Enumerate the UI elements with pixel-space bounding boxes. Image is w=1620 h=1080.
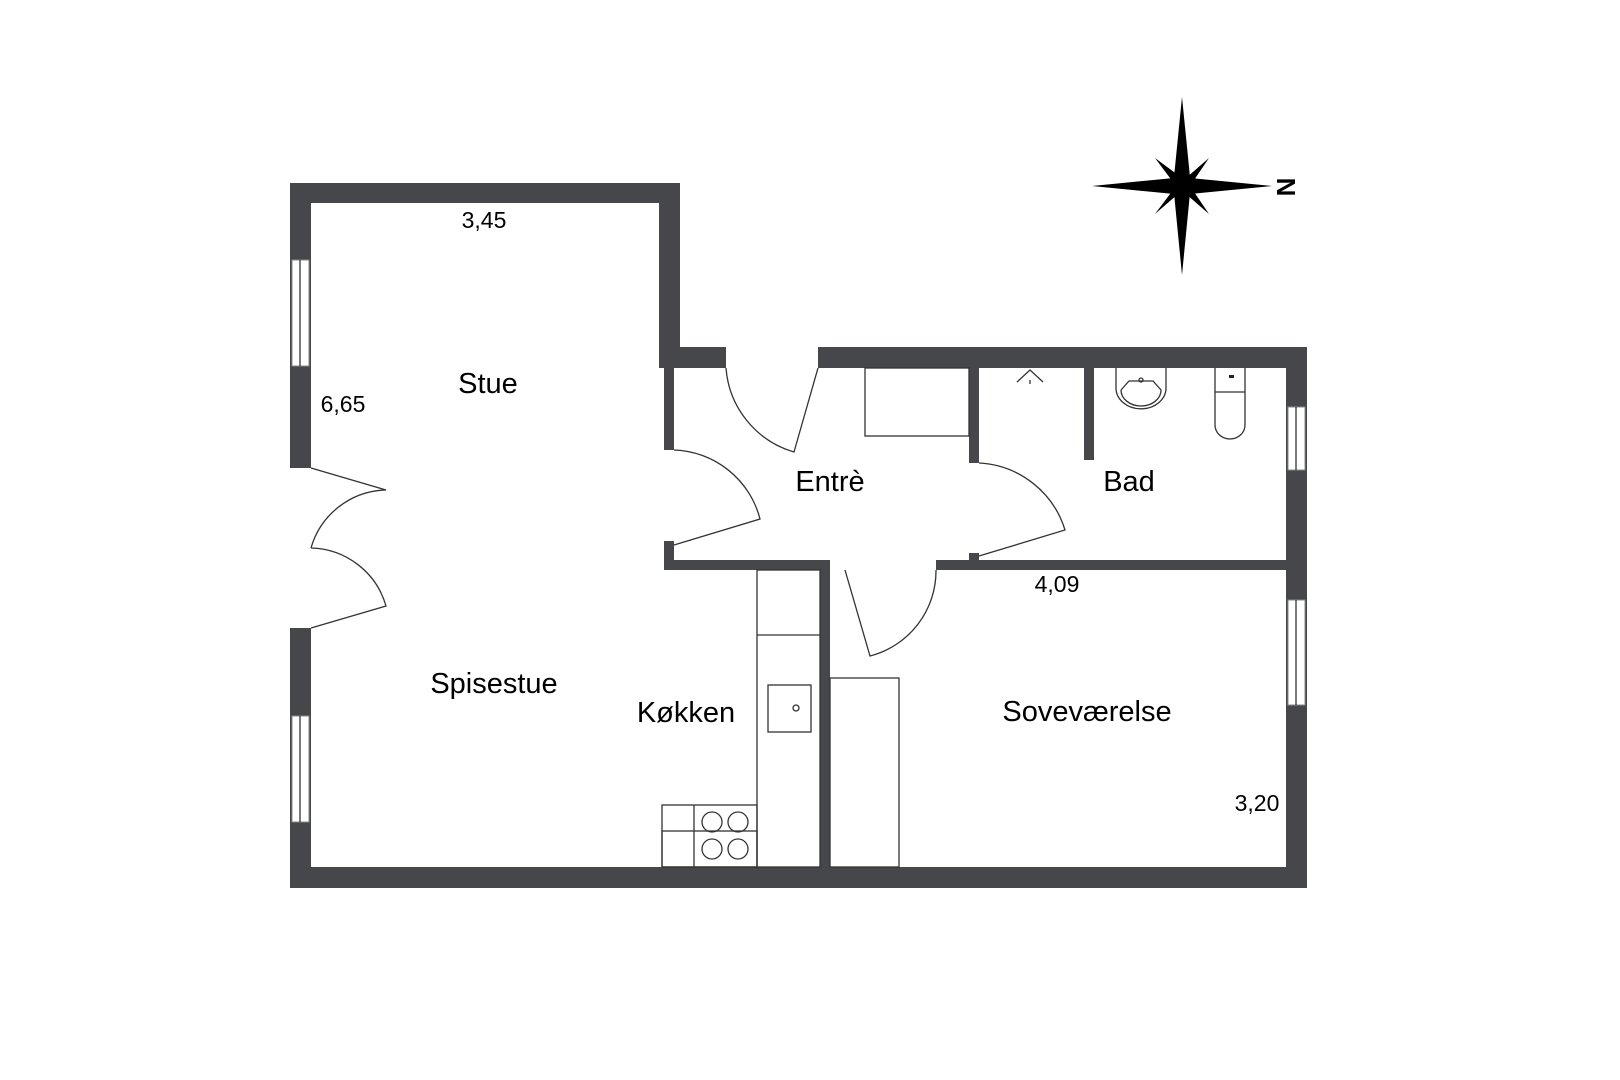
windows [291,259,1306,823]
room-label-spisestue: Spisestue [430,668,557,700]
fixtures [661,367,1246,868]
wall-bath-left-lower [969,553,979,560]
wall-top-right [818,347,1307,368]
wall-entry-left-upper [664,357,674,450]
wall-kitchen-top [664,560,820,570]
door-stue [673,449,761,546]
doors [310,367,1066,657]
kitchen-sink-icon [767,684,812,733]
dimension-bedroom-length: 3,20 [1235,790,1280,816]
wall-entry-left-lower [664,541,674,570]
burner-icon [727,838,749,860]
burner-icon [701,811,723,833]
room-label-stue: Stue [458,368,518,400]
wall-bedroom-top [936,560,1286,570]
walls [290,183,1307,888]
room-label-sovevaerelse: Soveværelse [1002,696,1171,728]
room-label-entre: Entrè [795,466,864,498]
door-patio-lower [310,547,387,629]
wall-bottom [290,867,1307,888]
wall-bath-left-upper [969,368,979,463]
burner-icon [727,811,749,833]
wall-stue-top [290,183,680,203]
dimension-bedroom-width: 4,09 [1035,571,1080,597]
shower-head-icon [1016,369,1044,384]
door-patio-upper [310,467,387,549]
wardrobe [829,677,900,868]
room-label-kokken: Køkken [637,697,735,729]
door-bath [978,462,1066,557]
sink-icon [1115,368,1167,410]
compass-rose-icon: N [1092,97,1301,275]
room-label-bad: Bad [1103,466,1155,498]
dimension-stue-width: 3,45 [462,207,507,233]
toilet-icon [1214,368,1246,440]
compass-north-label: N [1271,178,1301,197]
wall-stue-right [659,183,680,357]
wall-bath-partition [1084,368,1094,460]
burner-icon [701,838,723,860]
entry-closet [864,367,970,437]
dimension-stue-length: 6,65 [321,391,366,417]
wall-entry-top-left [659,347,726,368]
stove [661,830,758,868]
kitchen-counter [756,569,821,868]
door-front [725,367,819,453]
door-bedroom [844,569,937,657]
wall-kitchen-bedroom [820,560,830,867]
